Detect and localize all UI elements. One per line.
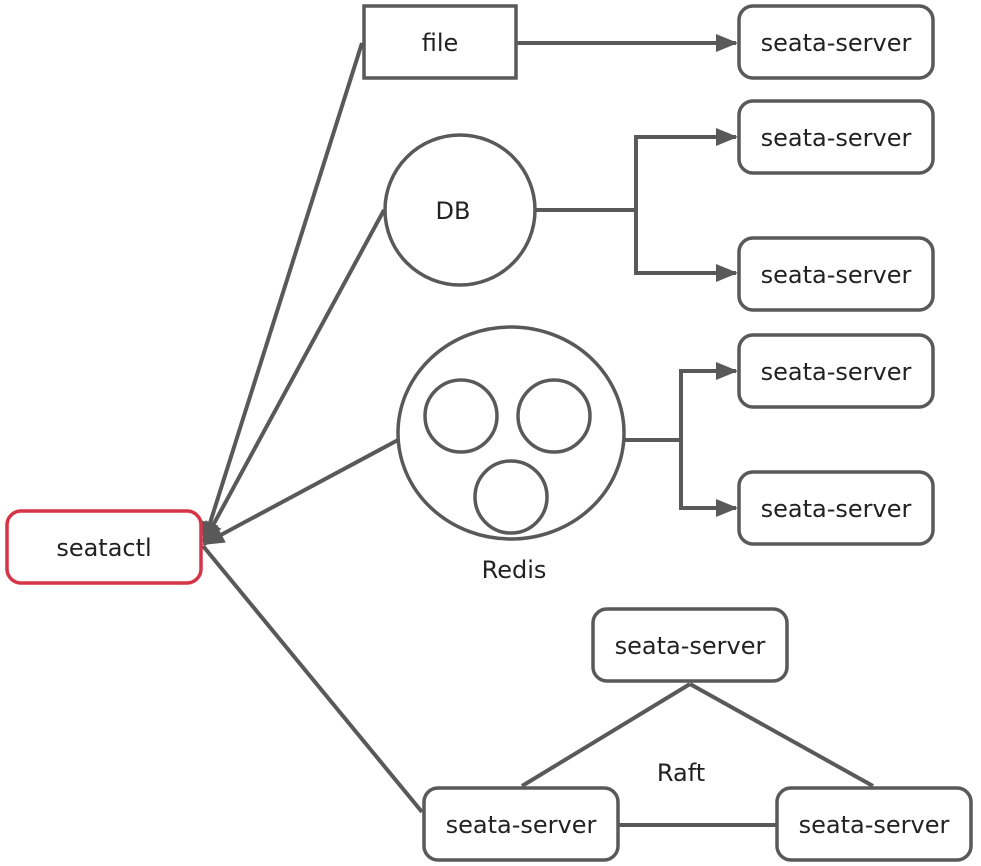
file-label: file	[422, 29, 459, 57]
server-label: seata-server	[761, 124, 912, 152]
file-node[interactable]: file	[362, 4, 518, 80]
server-node-raft-top[interactable]: seata-server	[591, 607, 789, 683]
redis-instance-3	[473, 459, 549, 535]
server-label: seata-server	[761, 261, 912, 289]
server-node-raft-left[interactable]: seata-server	[422, 786, 620, 862]
server-label: seata-server	[761, 495, 912, 523]
redis-instance-2	[516, 378, 592, 454]
edge-file-to-seatactl	[201, 42, 364, 544]
server-label: seata-server	[761, 358, 912, 386]
redis-label: Redis	[482, 556, 547, 584]
redis-instance-1	[423, 378, 499, 454]
edge-redis-to-seatactl	[202, 438, 399, 546]
redis-node[interactable]: Redis	[396, 325, 626, 584]
edge-db-to-server-1	[634, 128, 738, 210]
server-label: seata-server	[799, 811, 950, 839]
server-node-raft-right[interactable]: seata-server	[775, 786, 973, 862]
edge-db-to-seatactl	[202, 209, 386, 544]
raft-label: Raft	[657, 759, 705, 787]
edge-redis-to-server-1	[679, 362, 738, 440]
edge-redis-to-server-2	[679, 440, 738, 517]
edge-seatactl-to-raft	[201, 544, 424, 814]
seatactl-label: seatactl	[56, 534, 151, 562]
server-node-file[interactable]: seata-server	[737, 4, 935, 80]
server-label: seata-server	[615, 632, 766, 660]
server-label: seata-server	[446, 811, 597, 839]
db-node[interactable]: DB	[383, 133, 537, 287]
db-label: DB	[436, 197, 471, 225]
server-node-redis-2[interactable]: seata-server	[737, 470, 935, 546]
server-node-db-2[interactable]: seata-server	[737, 236, 935, 312]
server-node-redis-1[interactable]: seata-server	[737, 333, 935, 409]
edge-raft-top-left	[520, 682, 692, 788]
seatactl-node[interactable]: seatactl	[5, 509, 203, 585]
server-label: seata-server	[761, 29, 912, 57]
edge-raft-top-right	[689, 682, 874, 788]
server-node-db-1[interactable]: seata-server	[737, 99, 935, 175]
edge-db-to-server-2	[634, 210, 738, 282]
